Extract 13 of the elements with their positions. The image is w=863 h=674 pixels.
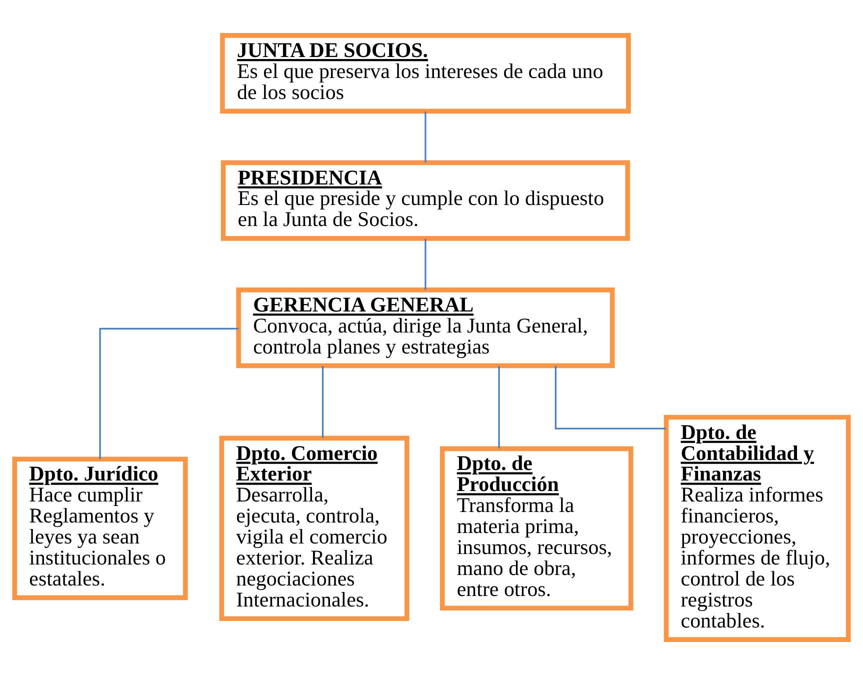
node-box: Dpto. de Contabilidad y Finanzas Realiza informes financieros, proyecciones, informes de flujo, control de los registros contables. bbox=[664, 414, 851, 642]
node-box: JUNTA DE SOCIOS. Es el que preserva los intereses de cada uno de los socios bbox=[220, 32, 631, 114]
node-box: Dpto. Jurídico Hace cumplir Reglamentos y leyes ya sean institucionales o estatales. bbox=[12, 456, 188, 600]
connector bbox=[322, 366, 324, 438]
node-box: Dpto. Comercio Exterior Desarrolla, ejecuta, controla, vigila el comercio exterior. Realiza negociaciones Internacionales. bbox=[219, 435, 410, 621]
connector bbox=[99, 327, 239, 459]
node-box: Dpto. de Producción Transforma la materia prima, insumos, recursos, mano de obra, entre otros. bbox=[440, 446, 634, 610]
node-box: PRESIDENCIA Es el que preside y cumple con lo dispuesto en la Junta de Socios. bbox=[220, 160, 630, 240]
connector bbox=[498, 366, 500, 448]
connector bbox=[424, 238, 426, 290]
node-box: GERENCIA GENERAL Convoca, actúa, dirige la Junta General, controla planes y estrategias bbox=[236, 287, 615, 368]
connector bbox=[554, 365, 666, 429]
connector bbox=[424, 110, 426, 162]
